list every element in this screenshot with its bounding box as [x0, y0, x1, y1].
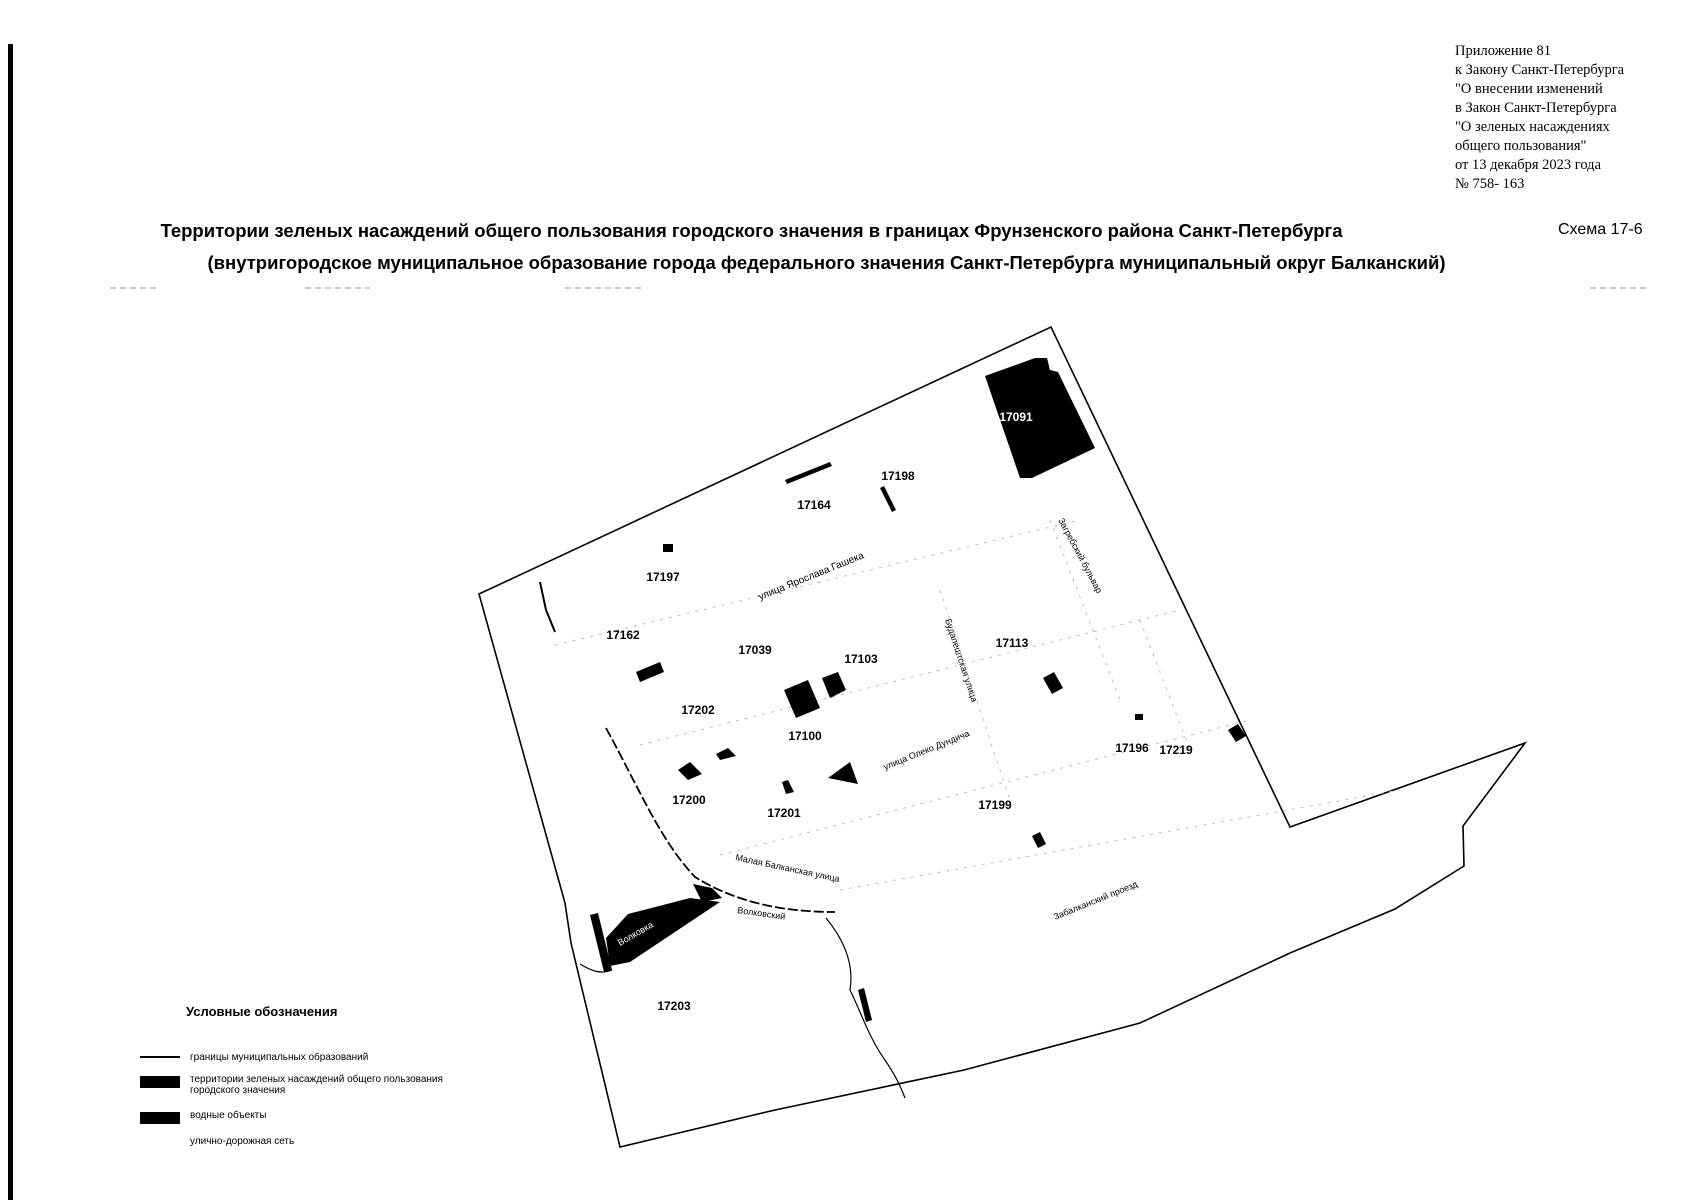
- appendix-line: общего пользования": [1455, 138, 1587, 154]
- green-area-17201: [782, 780, 794, 794]
- green-area-17197: [663, 544, 673, 552]
- legend-item-label: улично-дорожная сеть: [190, 1136, 295, 1147]
- appendix-line: "О внесении изменений: [1455, 81, 1603, 97]
- green-area-17200: [678, 762, 702, 780]
- appendix-line: № 758- 163: [1455, 176, 1525, 192]
- water-object: [858, 988, 872, 1022]
- street-label: улица Ярослава Гашека: [757, 550, 866, 603]
- parcel-label-17200: 17200: [672, 793, 706, 807]
- green-area-17219: [1228, 724, 1246, 742]
- creek-line: [579, 963, 613, 973]
- green-area-17162: [636, 662, 664, 682]
- parcel-label-17202: 17202: [681, 703, 715, 717]
- legend-item-label: водные объекты: [190, 1110, 267, 1121]
- parcel-label-17196: 17196: [1115, 741, 1149, 755]
- parcel-label-17199: 17199: [978, 798, 1012, 812]
- appendix-line: Приложение 81: [1455, 43, 1551, 59]
- parcel-label-17219: 17219: [1159, 743, 1193, 757]
- district-boundary: [478, 325, 1528, 1148]
- legend-item-label: границы муниципальных образований: [190, 1052, 369, 1063]
- parcel-label-17091: 17091: [999, 410, 1033, 424]
- parcel-label-17113: 17113: [996, 636, 1029, 650]
- green-area-17202: [716, 748, 736, 760]
- green-area-17103: [822, 672, 846, 698]
- street-label: улица Олеко Дундича: [882, 728, 971, 772]
- green-area-17196: [1135, 714, 1143, 720]
- appendix-header: Приложение 81 к Закону Санкт-Петербурга …: [1455, 42, 1691, 194]
- railway-line: [539, 581, 556, 633]
- road-network: [554, 519, 1401, 891]
- legend-item-label: территории зеленых насаждений общего пол…: [190, 1074, 443, 1096]
- parcel-label-17100: 17100: [788, 729, 822, 743]
- green-area-17164: [785, 462, 832, 484]
- page-title-line-2: (внутригородское муниципальное образован…: [207, 252, 1446, 273]
- green-areas: [606, 358, 1246, 966]
- green-area-17100: [828, 762, 858, 784]
- street-label: Забалканский проезд: [1052, 879, 1140, 922]
- parcel-label-17201: 17201: [767, 806, 801, 820]
- parcel-label-17197: 17197: [646, 570, 680, 584]
- appendix-line: в Закон Санкт-Петербурга: [1455, 100, 1617, 116]
- green-area-south-strip: [693, 884, 722, 902]
- appendix-line: "О зеленых насаждениях: [1455, 119, 1610, 135]
- green-area-17091: [985, 358, 1095, 478]
- appendix-line: от 13 декабря 2023 года: [1455, 157, 1601, 173]
- parcel-label-17203: 17203: [657, 999, 691, 1013]
- green-area-17113: [1043, 672, 1063, 694]
- left-margin-rule: [8, 44, 13, 1200]
- parcel-label-17164: 17164: [797, 498, 831, 512]
- parcel-label-17162: 17162: [606, 628, 640, 642]
- water-swatch-icon: [140, 1112, 180, 1124]
- scheme-number: Схема 17-6: [1558, 221, 1643, 238]
- parcel-label-17103: 17103: [844, 652, 878, 666]
- street-label: Будапештская улица: [943, 618, 979, 704]
- creek-line: [825, 917, 906, 1099]
- green-area-17199: [1032, 832, 1046, 848]
- appendix-line: к Закону Санкт-Петербурга: [1455, 62, 1625, 78]
- railway-line: [605, 727, 836, 913]
- boundary-line-icon: [140, 1056, 180, 1058]
- water-object: [590, 913, 612, 972]
- green-area-17198: [880, 486, 896, 512]
- parcel-label-17198: 17198: [881, 469, 915, 483]
- page-title-line-1: Территории зеленых насаждений общего пол…: [160, 220, 1343, 241]
- green-area-17039: [784, 680, 820, 718]
- green-area-swatch-icon: [140, 1076, 180, 1088]
- legend-title: Условные обозначения: [186, 1004, 338, 1019]
- parcel-label-17039: 17039: [738, 643, 772, 657]
- green-area-17203: [606, 898, 720, 966]
- street-label: Малая Балканская улица: [735, 852, 841, 884]
